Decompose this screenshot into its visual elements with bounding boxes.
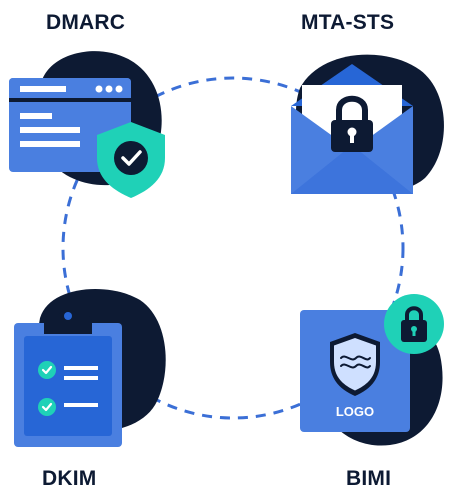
- dmarc-label: DMARC: [46, 11, 126, 34]
- dashed-connector-circle: [61, 76, 405, 420]
- dkim-illustration: [14, 289, 166, 447]
- padlock-icon: [331, 95, 373, 152]
- shield-icon: [330, 333, 380, 396]
- bimi-label: BIMI: [346, 467, 392, 490]
- bimi-logo-text: LOGO: [336, 404, 374, 419]
- dkim-label: DKIM: [42, 467, 97, 490]
- mta-sts-illustration: [291, 54, 444, 194]
- dmarc-illustration: [9, 51, 165, 198]
- padlock-badge-icon: [384, 294, 444, 354]
- bimi-illustration: LOGO: [300, 294, 444, 446]
- shield-check-icon: [97, 122, 165, 198]
- mta-sts-label: MTA-STS: [301, 11, 395, 34]
- clipboard-checklist-icon: [14, 310, 122, 447]
